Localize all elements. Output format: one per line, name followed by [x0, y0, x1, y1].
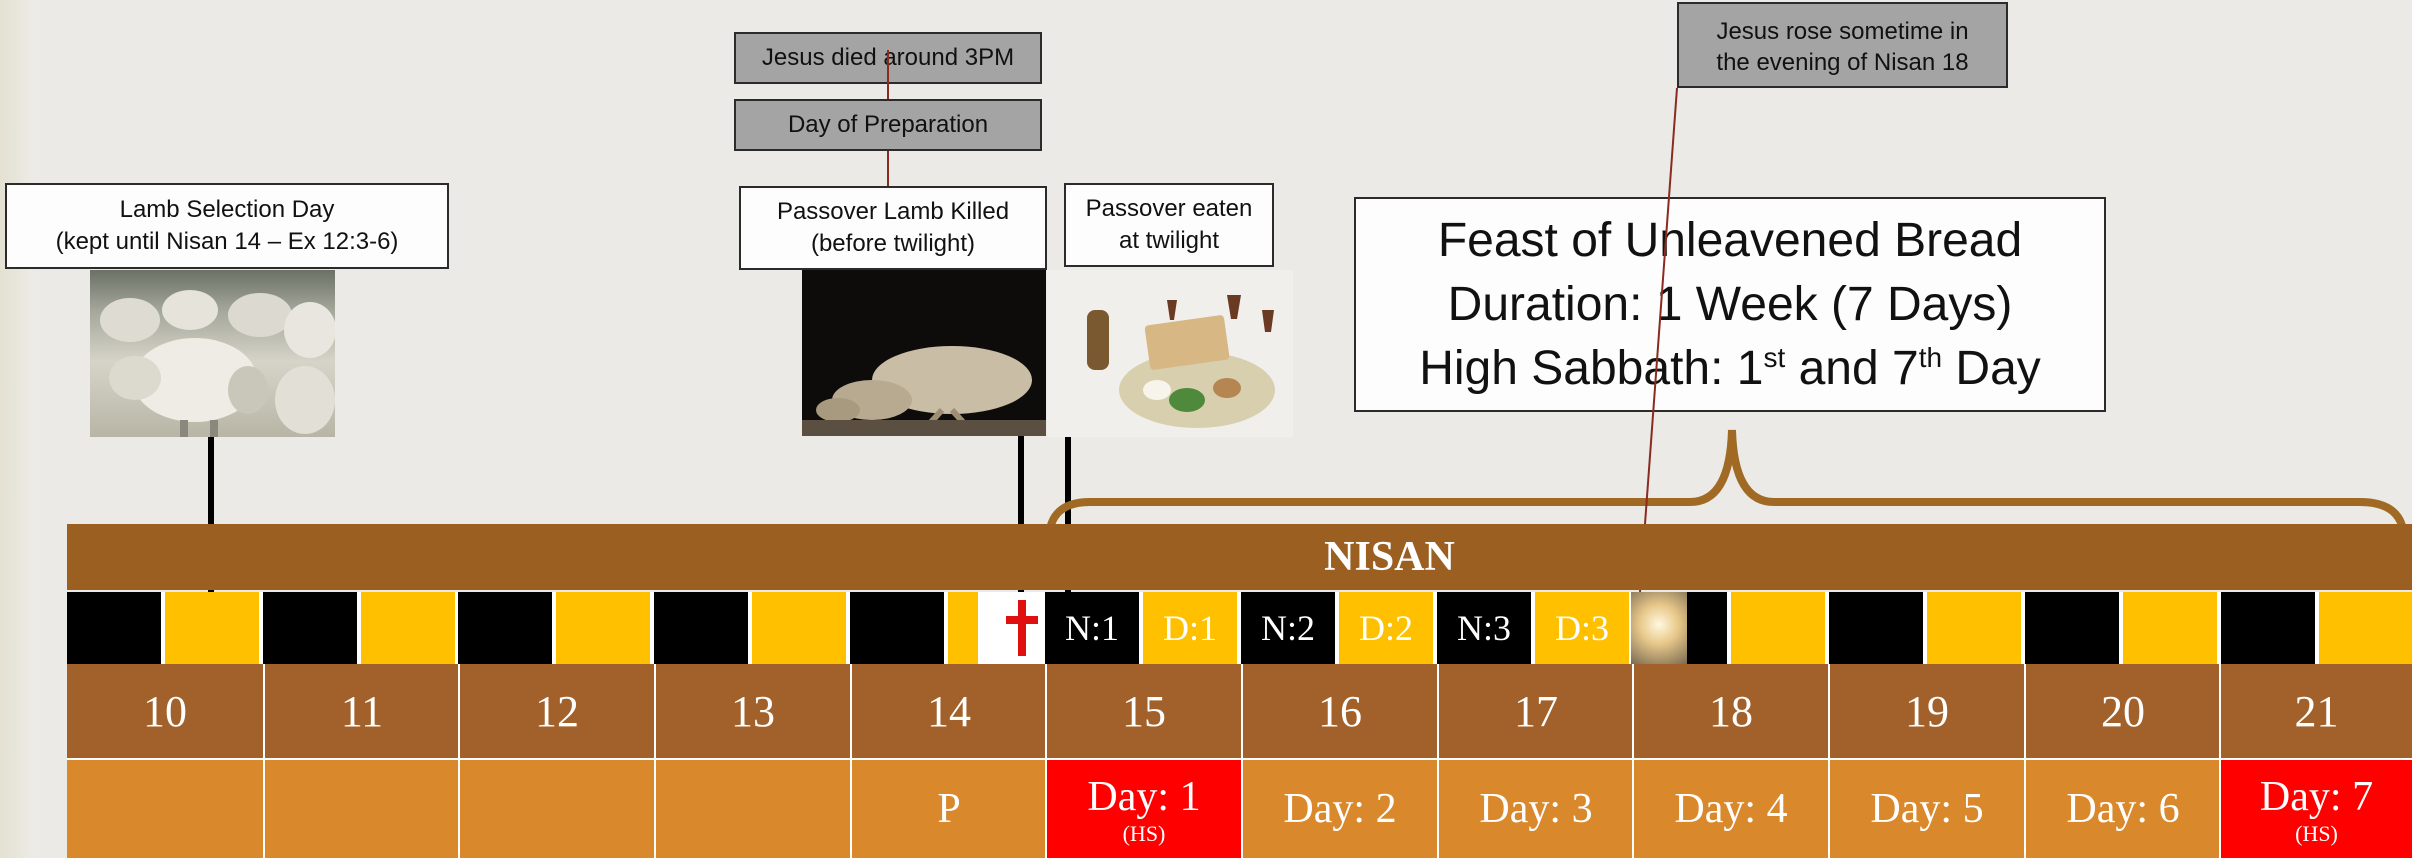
date-cell: 18: [1632, 664, 1828, 758]
lamb-killed-callout: Passover Lamb Killed (before twilight): [739, 186, 1047, 270]
lamb-selection-callout: Lamb Selection Day (kept until Nisan 14 …: [5, 183, 449, 269]
feast-day-cell-high-sabbath: Day: 7(HS): [2219, 758, 2412, 858]
night-cell: [1687, 592, 1727, 664]
feast-day-cell: [263, 758, 459, 858]
feast-day-cell: Day: 4: [1632, 758, 1828, 858]
day-cell: [361, 592, 455, 664]
feast-day-cell-high-sabbath: Day: 1(HS): [1045, 758, 1241, 858]
page-edge: [0, 0, 34, 858]
lamb-killed-pointer: [1018, 436, 1024, 594]
dates-row: 10 11 12 13 14 15 16 17 18 19 20 21: [67, 664, 2412, 758]
feast-high-sabbath: High Sabbath: 1st and 7th Day: [1419, 341, 2041, 395]
cross-icon: [997, 592, 1047, 664]
month-band: NISAN: [67, 524, 2412, 590]
day-cell: D:3: [1535, 592, 1629, 664]
connector: [887, 151, 889, 186]
resurrection-icon: [1631, 592, 1687, 664]
day-of-preparation-callout: Day of Preparation: [734, 99, 1042, 151]
date-cell: 10: [67, 664, 263, 758]
day-cell: [948, 592, 978, 664]
feast-day-cell: [654, 758, 850, 858]
day-cell: [2123, 592, 2217, 664]
date-cell: 14: [850, 664, 1046, 758]
feast-day-cell: Day: 5: [1828, 758, 2024, 858]
half-day-strip: N:1 D:1 N:2 D:2 N:3 D:3: [67, 592, 2412, 664]
high-sabbath-label: (HS): [2295, 821, 2338, 846]
day-cell: [1731, 592, 1825, 664]
night-cell: N:2: [1241, 592, 1335, 664]
feast-title: Feast of Unleavened Bread: [1437, 213, 2023, 267]
night-cell: [1829, 592, 1923, 664]
feast-day-cell: [67, 758, 263, 858]
sheep-flock-photo: [90, 270, 335, 437]
passover-eaten-callout: Passover eaten at twilight: [1064, 183, 1274, 267]
night-cell: [654, 592, 748, 664]
feast-day-cell: Day: 2: [1241, 758, 1437, 858]
date-cell: 13: [654, 664, 850, 758]
date-cell: 19: [1828, 664, 2024, 758]
night-cell: [2025, 592, 2119, 664]
passover-eaten-pointer: [1065, 437, 1071, 595]
connector: [887, 50, 889, 99]
night-cell: [458, 592, 552, 664]
night-cell: [2221, 592, 2315, 664]
high-sabbath-label: (HS): [1122, 821, 1166, 846]
night-cell: N:1: [1045, 592, 1139, 664]
passover-cell: P: [850, 758, 1046, 858]
date-cell: 17: [1437, 664, 1633, 758]
night-cell: [67, 592, 161, 664]
night-cell: N:3: [1437, 592, 1531, 664]
date-cell: 16: [1241, 664, 1437, 758]
bound-lamb-photo: [802, 270, 1046, 436]
date-cell: 15: [1045, 664, 1241, 758]
feast-unleavened-bread-box: Feast of Unleavened Bread Duration: 1 We…: [1354, 197, 2106, 412]
day-cell: [556, 592, 650, 664]
date-cell: 21: [2219, 664, 2412, 758]
night-cell: [263, 592, 357, 664]
date-cell: 11: [263, 664, 459, 758]
day-cell: [1927, 592, 2021, 664]
night-cell: [850, 592, 944, 664]
passover-seder-photo: [1047, 270, 1293, 437]
feast-day-cell: Day: 3: [1437, 758, 1633, 858]
day-cell: [2319, 592, 2412, 664]
jesus-rose-callout: Jesus rose sometime in the evening of Ni…: [1677, 2, 2008, 88]
date-cell: 20: [2024, 664, 2220, 758]
feast-days-row: P Day: 1(HS) Day: 2 Day: 3 Day: 4 Day: 5…: [67, 758, 2412, 858]
feast-day-cell: Day: 6: [2024, 758, 2220, 858]
feast-duration: Duration: 1 Week (7 Days): [1447, 277, 2013, 331]
feast-day-cell: [458, 758, 654, 858]
day-cell: [165, 592, 259, 664]
day-cell: D:2: [1339, 592, 1433, 664]
day-cell: D:1: [1143, 592, 1237, 664]
date-cell: 12: [458, 664, 654, 758]
day-cell: [752, 592, 846, 664]
